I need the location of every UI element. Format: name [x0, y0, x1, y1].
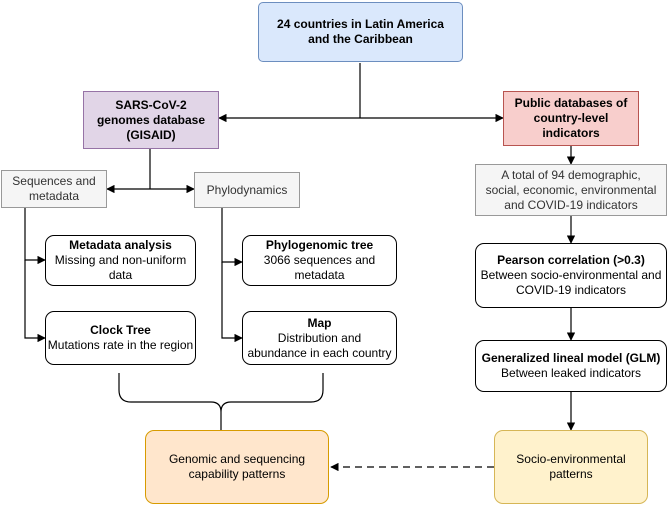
socio-patterns-line-2: patterns — [549, 467, 593, 481]
countries-line-2: and the Caribbean — [308, 32, 413, 46]
gisaid-line-2: genomes database — [96, 112, 206, 127]
phylo-to-tree-arrow — [221, 208, 243, 267]
glm-node: Generalized lineal model (GLM) Between l… — [475, 340, 667, 392]
seq-to-metadata-arrow — [24, 208, 46, 265]
sequences-line-2: metadata — [28, 189, 80, 203]
pearson-title: Pearson correlation (>0.3) — [497, 253, 645, 267]
phylogenomic-tree-node: Phylogenomic tree 3066 sequences and met… — [242, 235, 397, 286]
gisaid-node: SARS-CoV-2 genomes database (GISAID) — [83, 91, 219, 149]
genomic-patterns-node: Genomic and sequencing capability patter… — [145, 430, 329, 504]
genomic-patterns-line-2: capability patterns — [188, 467, 286, 481]
socio-patterns-line-1: Socio-environmental — [516, 452, 626, 466]
public-line-3: indicators — [542, 126, 600, 140]
seq-to-clock-arrow — [24, 260, 46, 343]
clock-tree-line-1: Mutations rate in the region — [47, 338, 194, 352]
pearson-line-1: Between socio-environmental and — [480, 268, 662, 282]
map-title: Map — [307, 315, 332, 330]
map-line-1: Distribution and — [277, 330, 362, 345]
pearson-line-2: COVID-19 indicators — [515, 283, 627, 297]
countries-line-1: 24 countries in Latin America — [277, 17, 444, 31]
indicators-line-3: and COVID-19 indicators — [504, 197, 638, 212]
phylodynamics-node: Phylodynamics — [194, 172, 300, 208]
gisaid-line-3: (GISAID) — [126, 127, 176, 142]
map-node: Map Distribution and abundance in each c… — [242, 311, 397, 365]
public-databases-node: Public databases of country-level indica… — [503, 91, 639, 146]
merge-brace — [118, 373, 324, 413]
genomic-patterns-line-1: Genomic and sequencing — [168, 452, 306, 466]
phylogenomic-tree-line-1: 3066 sequences and — [263, 253, 376, 267]
countries-node: 24 countries in Latin America and the Ca… — [258, 2, 463, 62]
clock-tree-title: Clock Tree — [90, 323, 151, 337]
socio-patterns-node: Socio-environmental patterns — [494, 430, 648, 504]
glm-line-1: Between leaked indicators — [500, 366, 642, 380]
sequences-line-1: Sequences and — [12, 174, 96, 188]
phylodynamics-label: Phylodynamics — [206, 182, 288, 197]
phylogenomic-tree-line-2: metadata — [294, 268, 345, 282]
phylogenomic-tree-title: Phylogenomic tree — [265, 238, 374, 252]
metadata-analysis-line-1: Missing and non-uniform — [54, 253, 187, 267]
gisaid-line-1: SARS-CoV-2 — [115, 97, 187, 112]
sequences-node: Sequences and metadata — [1, 170, 107, 208]
public-line-1: Public databases of — [514, 96, 628, 110]
map-line-2: abundance in each country — [247, 345, 392, 360]
pearson-correlation-node: Pearson correlation (>0.3) Between socio… — [475, 243, 667, 308]
public-line-2: country-level — [533, 111, 609, 125]
metadata-analysis-node: Metadata analysis Missing and non-unifor… — [45, 235, 196, 286]
glm-title: Generalized lineal model (GLM) — [481, 351, 661, 365]
indicators-node: A total of 94 demographic, social, econo… — [475, 164, 667, 216]
clock-tree-node: Clock Tree Mutations rate in the region — [45, 311, 196, 365]
metadata-analysis-line-2: data — [108, 268, 133, 282]
indicators-line-2: social, economic, environmental — [485, 182, 657, 197]
metadata-analysis-title: Metadata analysis — [69, 238, 172, 252]
indicators-line-1: A total of 94 demographic, — [501, 167, 641, 182]
phylo-to-map-arrow — [221, 262, 243, 343]
